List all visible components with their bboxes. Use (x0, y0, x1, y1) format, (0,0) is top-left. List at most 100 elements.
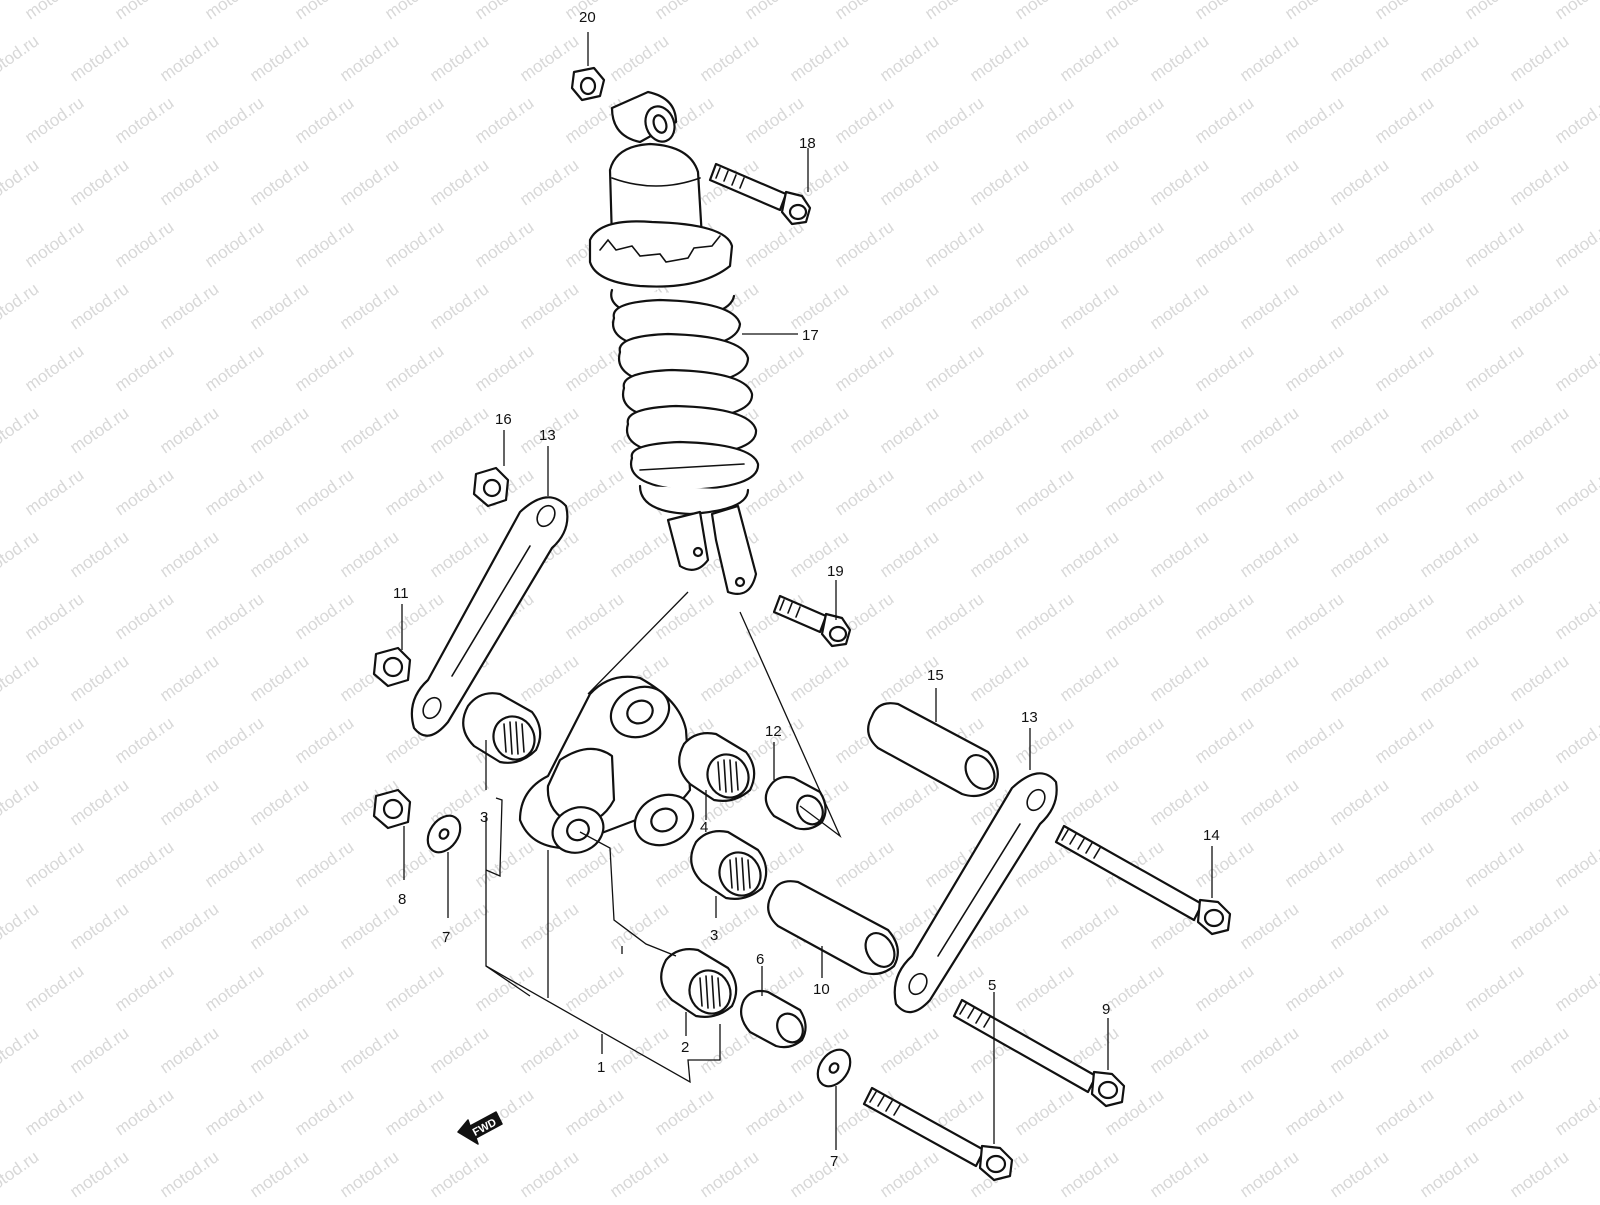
watermark-text: motod.ru (1056, 1147, 1122, 1200)
watermark-text: motod.ru (651, 1085, 717, 1139)
watermark-text: motod.ru (66, 403, 132, 457)
watermark-text: motod.ru (201, 0, 267, 23)
watermark-text: motod.ru (786, 279, 852, 333)
watermark-text: motod.ru (111, 1085, 177, 1139)
watermark-text: motod.ru (1056, 403, 1122, 457)
watermark-text: motod.ru (876, 155, 942, 209)
watermark-text: motod.ru (336, 403, 402, 457)
watermark-text: motod.ru (1371, 837, 1437, 891)
bearing-3-lower (690, 830, 768, 900)
watermark-text: motod.ru (966, 403, 1032, 457)
watermark-text: motod.ru (696, 899, 762, 953)
callout-4: 4 (700, 819, 708, 836)
watermark-text: motod.ru (1371, 341, 1437, 395)
watermark-text: motod.ru (66, 1147, 132, 1200)
watermark-text: motod.ru (1281, 713, 1347, 767)
watermark-text: motod.ru (1461, 837, 1527, 891)
callout-18: 18 (799, 135, 816, 152)
watermark-text: motod.ru (1101, 589, 1167, 643)
watermark-text: motod.ru (1236, 651, 1302, 705)
watermark-text: motod.ru (831, 93, 897, 147)
watermark-text: motod.ru (1371, 1085, 1437, 1139)
watermark-text: motod.ru (381, 0, 447, 23)
watermark-text: motod.ru (21, 217, 87, 271)
watermark-text: motod.ru (156, 155, 222, 209)
watermark-text: motod.ru (111, 465, 177, 519)
callout-20: 20 (579, 9, 596, 26)
watermark-text: motod.ru (66, 899, 132, 953)
watermark-text: motod.ru (1281, 93, 1347, 147)
watermark-text: motod.ru (1191, 217, 1257, 271)
watermark-text: motod.ru (1281, 961, 1347, 1015)
watermark-text: motod.ru (561, 961, 627, 1015)
watermark-text: motod.ru (336, 1147, 402, 1200)
watermark-text: motod.ru (66, 527, 132, 581)
watermark-text: motod.ru (201, 465, 267, 519)
watermark-text: motod.ru (921, 341, 987, 395)
watermark-text: motod.ru (1281, 1085, 1347, 1139)
watermark-text: motod.ru (471, 0, 537, 23)
callout-13-right: 13 (1021, 709, 1038, 726)
watermark-text: motod.ru (741, 341, 807, 395)
watermark-text: motod.ru (1011, 961, 1077, 1015)
watermark-text: motod.ru (1056, 651, 1122, 705)
watermark-text: motod.ru (831, 465, 897, 519)
callout-1: 1 (597, 1059, 605, 1076)
spacer-15 (867, 702, 999, 798)
callout-7-lower: 7 (830, 1153, 838, 1170)
watermark-text: motod.ru (201, 713, 267, 767)
watermark-text: motod.ru (876, 279, 942, 333)
watermark-text: motod.ru (831, 0, 897, 23)
watermark-text: motod.ru (1461, 589, 1527, 643)
callout-7-left: 7 (442, 929, 450, 946)
watermark-text: motod.ru (426, 279, 492, 333)
callout-3-lower: 3 (710, 927, 718, 944)
watermark-text: motod.ru (786, 1147, 852, 1200)
watermark-text: motod.ru (1461, 465, 1527, 519)
watermark-text: motod.ru (1146, 155, 1212, 209)
watermark-text: motod.ru (0, 403, 42, 457)
watermark-text: motod.ru (381, 341, 447, 395)
watermark-text: motod.ru (201, 589, 267, 643)
bolt-14 (1054, 824, 1232, 936)
watermark-text: motod.ru (1506, 279, 1572, 333)
watermark-text: motod.ru (111, 961, 177, 1015)
watermark-text: motod.ru (156, 899, 222, 953)
callout-5: 5 (988, 977, 996, 994)
callout-2: 2 (681, 1039, 689, 1056)
assembly-guide-lines (579, 591, 842, 957)
bolt-18 (708, 162, 812, 226)
watermark-text: motod.ru (246, 1147, 312, 1200)
watermark-text: motod.ru (1191, 341, 1257, 395)
watermark-text: motod.ru (1236, 1147, 1302, 1200)
watermark-text: motod.ru (1371, 217, 1437, 271)
watermark-text: motod.ru (291, 93, 357, 147)
watermark-text: motod.ru (426, 155, 492, 209)
watermark-text: motod.ru (1236, 775, 1302, 829)
callout-19: 19 (827, 563, 844, 580)
spacer-6 (739, 989, 807, 1049)
watermark-text: motod.ru (1281, 589, 1347, 643)
callout-14: 14 (1203, 827, 1220, 844)
washer-7-left (426, 814, 462, 854)
watermark-text: motod.ru (21, 837, 87, 891)
watermark-text: motod.ru (156, 279, 222, 333)
callout-17: 17 (802, 327, 819, 344)
watermark-text: motod.ru (66, 155, 132, 209)
watermark-text: motod.ru (1551, 93, 1600, 147)
watermark-text: motod.ru (66, 775, 132, 829)
watermark-text: motod.ru (1236, 31, 1302, 85)
watermark-text: motod.ru (111, 713, 177, 767)
watermark-text: motod.ru (516, 279, 582, 333)
watermark-text: motod.ru (246, 527, 312, 581)
cushion-lever-1 (518, 675, 695, 854)
watermark-text: motod.ru (1416, 279, 1482, 333)
watermark-text: motod.ru (1551, 1085, 1600, 1139)
watermark-text: motod.ru (1281, 341, 1347, 395)
watermark-text: motod.ru (831, 341, 897, 395)
watermark-text: motod.ru (1146, 1023, 1212, 1077)
watermark-text: motod.ru (1551, 341, 1600, 395)
watermark-text: motod.ru (1326, 1023, 1392, 1077)
watermark-text: motod.ru (1146, 403, 1212, 457)
